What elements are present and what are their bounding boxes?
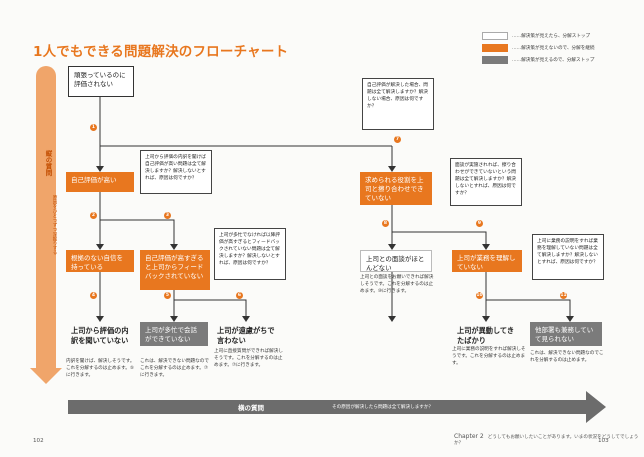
note-end-5: これは、解決できない問題なのでこれを分解するのは止めます。 (530, 351, 604, 363)
legend-swatch-white (482, 32, 508, 40)
note-end-1: 内訳を聞けば、解決しそうです。これを分解するのは止めます。⑤に行きます。 (66, 359, 135, 378)
horizontal-axis-label: 横の質問 (238, 404, 264, 412)
cause-too-high: 自己評価が高すぎると上司からフィードバックされていない (140, 250, 210, 290)
legend-row-white: ……解決策が見えたら、分解ストップ (482, 30, 595, 42)
vertical-axis-label: 縦の質問 (44, 150, 52, 176)
legend-swatch-orange (482, 44, 508, 52)
legend-row-orange: ……解決策が見えないので、分解を継続 (482, 42, 595, 54)
page-number-left: 102 (33, 438, 44, 444)
step-marker-6: 6 (236, 292, 243, 299)
legend-label: ……解決策が見えるので、分解ストップ (512, 58, 595, 63)
question-mid: 上司が多忙でなければ以降評価が高すぎるとフィードバックされていない問題は全て解決… (214, 228, 286, 280)
note-end-2: これは、解決できない問題なのでこれを分解するのは止めます。⑦に行きます。 (140, 359, 209, 378)
cause-required-role: 求められる役割を上司と擦り合わせできていない (360, 172, 432, 205)
step-marker-10: 10 (476, 292, 483, 299)
step-marker-2: 2 (90, 212, 97, 219)
end-box-1: 上司から評価の内訳を聞いていない (71, 326, 129, 345)
legend-swatch-gray (482, 56, 508, 64)
note-end-4: 上司に業務の説明をすれば解決しそうです。これを分解するのは止めます。 (452, 347, 526, 366)
step-marker-1: 1 (90, 124, 97, 131)
page-title: 1人でもできる問題解決のフローチャート (33, 44, 289, 60)
step-marker-11: 11 (560, 292, 567, 299)
step-marker-5: 5 (164, 292, 171, 299)
note-end-3: 上司に直接質問ができれば解決しそうです。これを分解するのは止めます。⑦に行きます… (214, 349, 283, 368)
cause-no-interview: 上司との面談がほとんどない (360, 250, 432, 272)
question-top-right: 自己評価が解決した場合、問題は全て解決しますか？解決しない場合、原因は何ですか？ (362, 78, 434, 130)
vertical-axis-bar (36, 66, 56, 371)
legend-label: ……解決策が見えたら、分解ストップ (512, 34, 591, 39)
cause-no-confidence: 根拠のない自信を持っている (66, 250, 134, 272)
horizontal-axis-sub: その原因が解決したら問題は全て解決しますか？ (332, 405, 434, 410)
question-far-right: 上司に業務の説明をすれば業務を理解していない問題は全て解決しますか？解決しないと… (532, 234, 604, 280)
question-right: 面談が実施されれば、擦り合わせができていないという問題は全て解決しますか？解決し… (450, 158, 522, 206)
horizontal-axis-bar (68, 400, 588, 414)
page-number-right: 103 (598, 438, 609, 444)
cause-self-eval-high: 自己評価が高い (66, 172, 134, 192)
problem-start-box: 頑張っているのに評価されない (68, 66, 134, 97)
note-no-interview: 上司との面談をお願いできれば解決しそうです。これを分解するのは止めます。⑩に行き… (360, 275, 434, 294)
end-box-3: 上司が遠慮がちで言わない (217, 326, 275, 345)
end-box-5: 他部署も兼務していて見られない (530, 322, 602, 346)
footer-text: どうしてもお願いしたいことがあります。いまの状況をどうしてでしょうか？ (454, 435, 639, 446)
cause-boss-no-understand: 上司が業務を理解していない (452, 250, 522, 272)
step-marker-9: 9 (476, 220, 483, 227)
end-box-2: 上司が多忙で会話ができていない (140, 322, 208, 346)
legend: ……解決策が見えたら、分解ストップ ……解決策が見えないので、分解を継続 ……解… (482, 30, 595, 66)
step-marker-7: 7 (394, 136, 401, 143)
step-marker-4: 4 (90, 292, 97, 299)
vertical-axis-arrowhead (30, 368, 62, 384)
question-left: 上司から評価の内訳を聞けば自己評価が高い問題は全て解決しますか？解決しないとすれ… (140, 150, 212, 194)
step-marker-8: 8 (382, 220, 389, 227)
end-box-4: 上司が異動してきたばかり (457, 326, 515, 345)
step-marker-3: 3 (164, 212, 171, 219)
legend-row-gray: ……解決策が見えるので、分解ストップ (482, 54, 595, 66)
legend-label: ……解決策が見えないので、分解を継続 (512, 46, 595, 51)
vertical-axis-sub: 原因をひとつずつ深掘りする (52, 195, 57, 255)
horizontal-axis-arrowhead (586, 391, 606, 423)
footer-chapter: Chapter 2 (454, 433, 484, 440)
